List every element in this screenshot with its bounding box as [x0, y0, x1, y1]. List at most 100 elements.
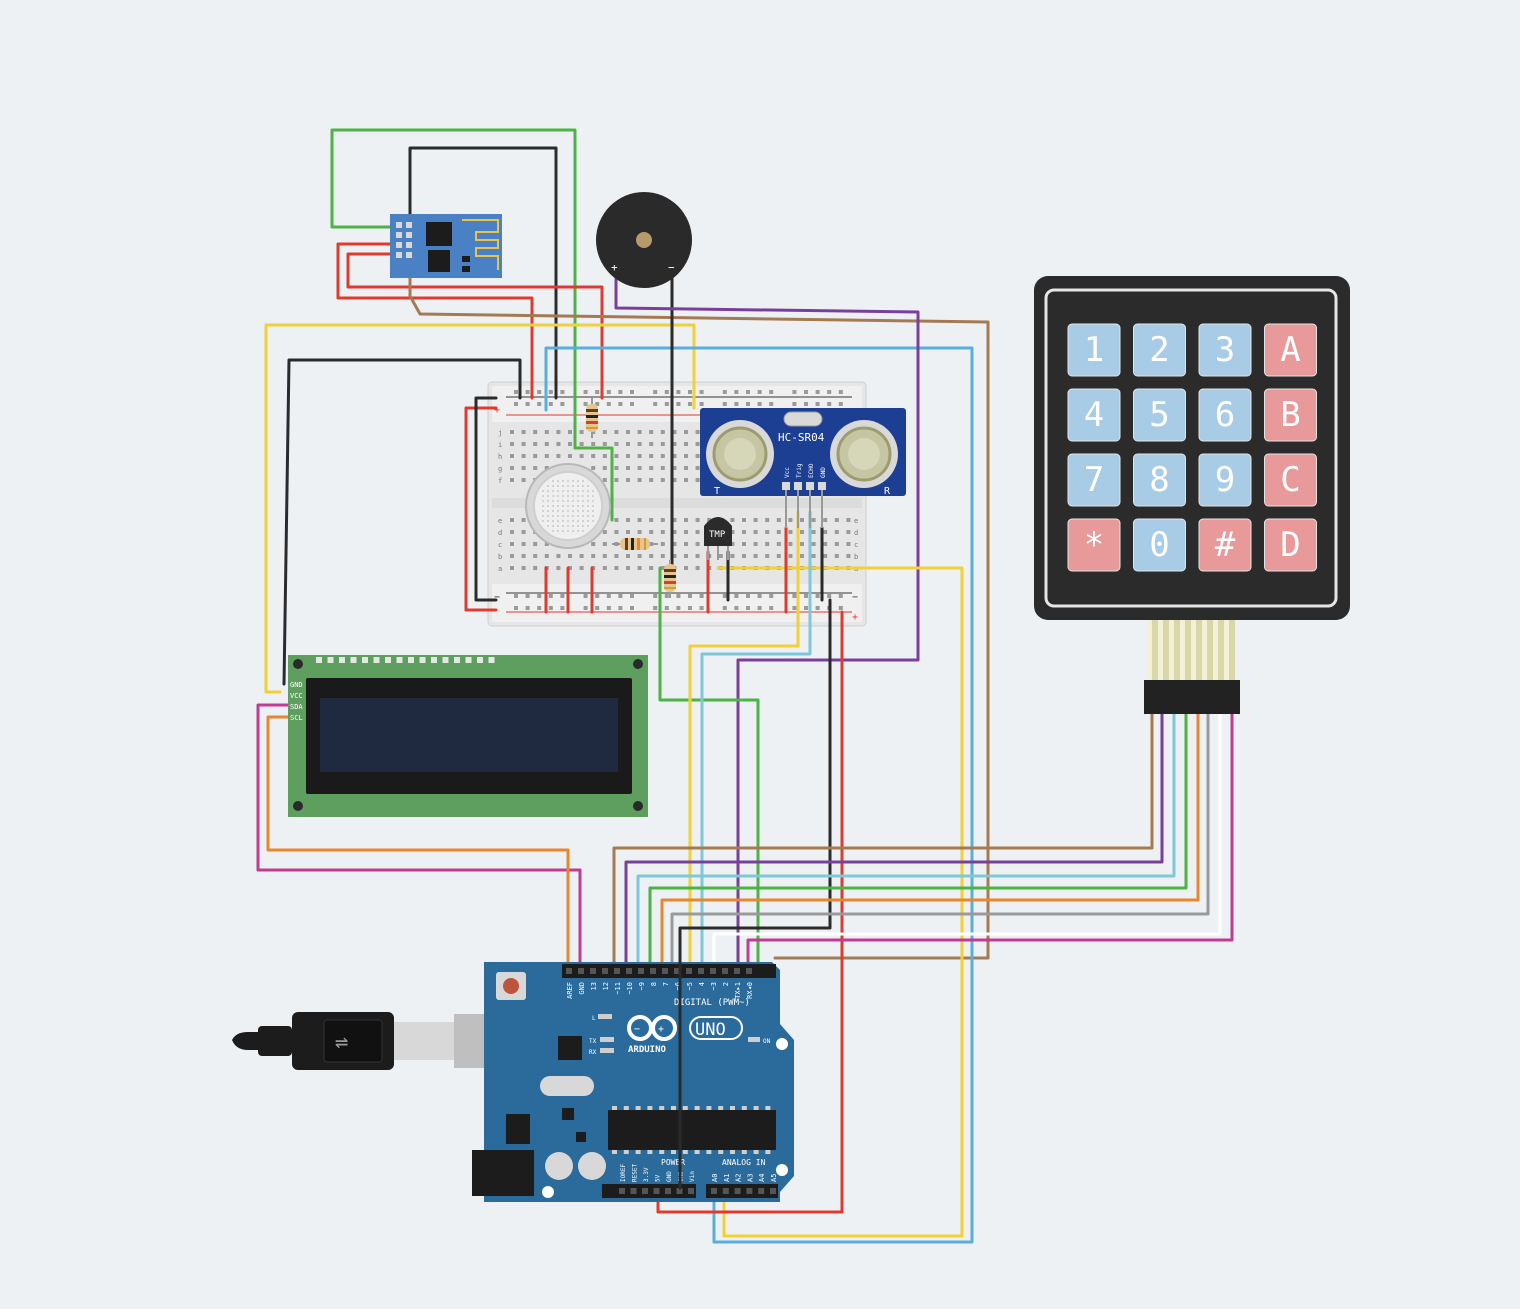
arduino-logo-icon: − + [627, 1015, 677, 1041]
rail-plus-label: + [494, 405, 500, 416]
wire-keypad-orange[interactable] [660, 712, 1200, 970]
digital-pin-label: 13 [590, 982, 598, 990]
rail-plus-label-right: + [852, 612, 858, 623]
usb-cable[interactable]: ⇌ [232, 1012, 500, 1070]
keypad-key[interactable]: * [1067, 518, 1121, 572]
keypad-key[interactable]: 8 [1133, 453, 1186, 507]
power-pin-label: 3.3V [643, 1167, 650, 1182]
wire-yellow-tmp[interactable] [716, 566, 964, 1238]
keypad-key-label: 6 [1215, 395, 1235, 435]
wire-yellow-us[interactable] [688, 510, 800, 970]
analog-title: ANALOG IN [722, 1158, 766, 1167]
breadboard-bottom-rails [492, 584, 862, 622]
digital-pin-label: ~5 [686, 982, 694, 990]
wire-red-rail-left[interactable] [464, 406, 498, 612]
wire-blue-trig[interactable] [544, 346, 974, 1244]
wire-keypad-brown[interactable] [612, 712, 1154, 970]
wire-brown-wifi[interactable] [408, 274, 990, 960]
rail-minus-label: − [494, 592, 500, 603]
keypad-key[interactable]: # [1198, 518, 1252, 572]
row-letter: c [498, 541, 502, 549]
keypad-key[interactable]: 6 [1198, 388, 1252, 442]
keypad-key[interactable]: 1 [1067, 323, 1121, 377]
gas-sensor[interactable] [525, 463, 611, 549]
wire-purple-buzzer[interactable] [614, 268, 920, 970]
wire-cyan-us[interactable] [700, 510, 812, 970]
buzzer-minus-label: − [668, 261, 675, 274]
keypad-key[interactable]: 2 [1133, 323, 1186, 377]
digital-pin-label: ~6 [674, 982, 682, 990]
row-letter: a [498, 565, 502, 573]
wire-green-sensor[interactable] [658, 566, 760, 970]
keypad-key[interactable]: 5 [1133, 388, 1186, 442]
svg-text:+: + [658, 1024, 664, 1035]
wire-keypad-magenta[interactable] [746, 712, 1234, 970]
digital-pin-label: 12 [602, 982, 610, 990]
digital-pin-label: GND [578, 982, 586, 995]
led-rx [600, 1048, 614, 1053]
wifi-module-esp01[interactable] [390, 214, 502, 278]
digital-header [562, 964, 776, 978]
row-letter: j [498, 429, 502, 437]
wire-orange-scl[interactable] [266, 715, 570, 970]
wires [256, 128, 1234, 1244]
lcd-16x2[interactable]: GND VCC SDA SCL [288, 655, 648, 817]
power-pin-label: Vin [689, 1171, 696, 1182]
digital-pin-label: 7 [662, 982, 670, 986]
wire-keypad-gray[interactable] [670, 712, 1210, 970]
keypad-key[interactable]: 0 [1133, 518, 1186, 572]
wire-black-lcd-gnd[interactable] [282, 358, 522, 686]
wire-magenta-sda[interactable] [256, 703, 582, 970]
digital-title: DIGITAL (PWM~) [674, 998, 750, 1008]
resistor-middle[interactable] [612, 538, 658, 550]
temperature-sensor[interactable]: TMP [704, 517, 732, 560]
keypad-key-label: # [1215, 525, 1236, 565]
wire-keypad-cyan[interactable] [636, 712, 1176, 970]
wire-green-wifi[interactable] [330, 128, 614, 522]
buzzer-plus-label: + [611, 261, 618, 274]
power-jack[interactable] [472, 1150, 534, 1196]
resistor-lower[interactable] [664, 560, 676, 598]
keypad-key[interactable]: 3 [1198, 323, 1252, 377]
keypad-key[interactable]: C [1264, 453, 1317, 507]
piezo-buzzer[interactable]: + − [596, 192, 692, 288]
antenna-icon [462, 219, 499, 270]
digital-pin-label: ~11 [614, 982, 622, 995]
resistor-top[interactable] [586, 398, 598, 438]
svg-text:RX: RX [589, 1049, 597, 1056]
tmp-label: TMP [709, 530, 726, 540]
keypad-key[interactable]: 9 [1198, 453, 1252, 507]
row-letter: e [498, 517, 502, 525]
keypad-key-label: C [1280, 460, 1300, 500]
wire-keypad-purple[interactable] [624, 712, 1164, 970]
digital-pin-label: TX▸1 [734, 982, 742, 999]
wire-keypad-white[interactable] [712, 712, 1222, 970]
atmega-chip [608, 1110, 776, 1150]
keypad-key[interactable]: 4 [1067, 388, 1121, 442]
wire-yellow-lcd-vcc[interactable] [264, 323, 696, 694]
keypad-key[interactable]: D [1264, 518, 1317, 572]
power-pin-label: IOREF [620, 1164, 627, 1182]
digital-pin-label: ~3 [710, 982, 718, 990]
keypad-key[interactable]: A [1264, 323, 1317, 377]
led-on [748, 1037, 760, 1042]
crystal-oscillator [540, 1076, 594, 1096]
wire-black-wifi[interactable] [408, 146, 558, 400]
lcd-pin-gnd: GND [290, 681, 303, 689]
wire-keypad-green[interactable] [648, 712, 1188, 970]
svg-text:ON: ON [763, 1038, 771, 1045]
flash-chip [428, 250, 450, 272]
keypad-key-label: 9 [1215, 460, 1235, 500]
capacitor-2 [578, 1152, 606, 1180]
lcd-pin-scl: SCL [290, 714, 303, 722]
board-model: UNO [695, 1020, 726, 1040]
wire-black-rail-left[interactable] [474, 396, 498, 602]
usb-chip [558, 1036, 582, 1060]
wire-red-wifi-1[interactable] [336, 242, 534, 400]
keypad-key[interactable]: 7 [1067, 453, 1121, 507]
keypad-key[interactable]: B [1264, 388, 1317, 442]
